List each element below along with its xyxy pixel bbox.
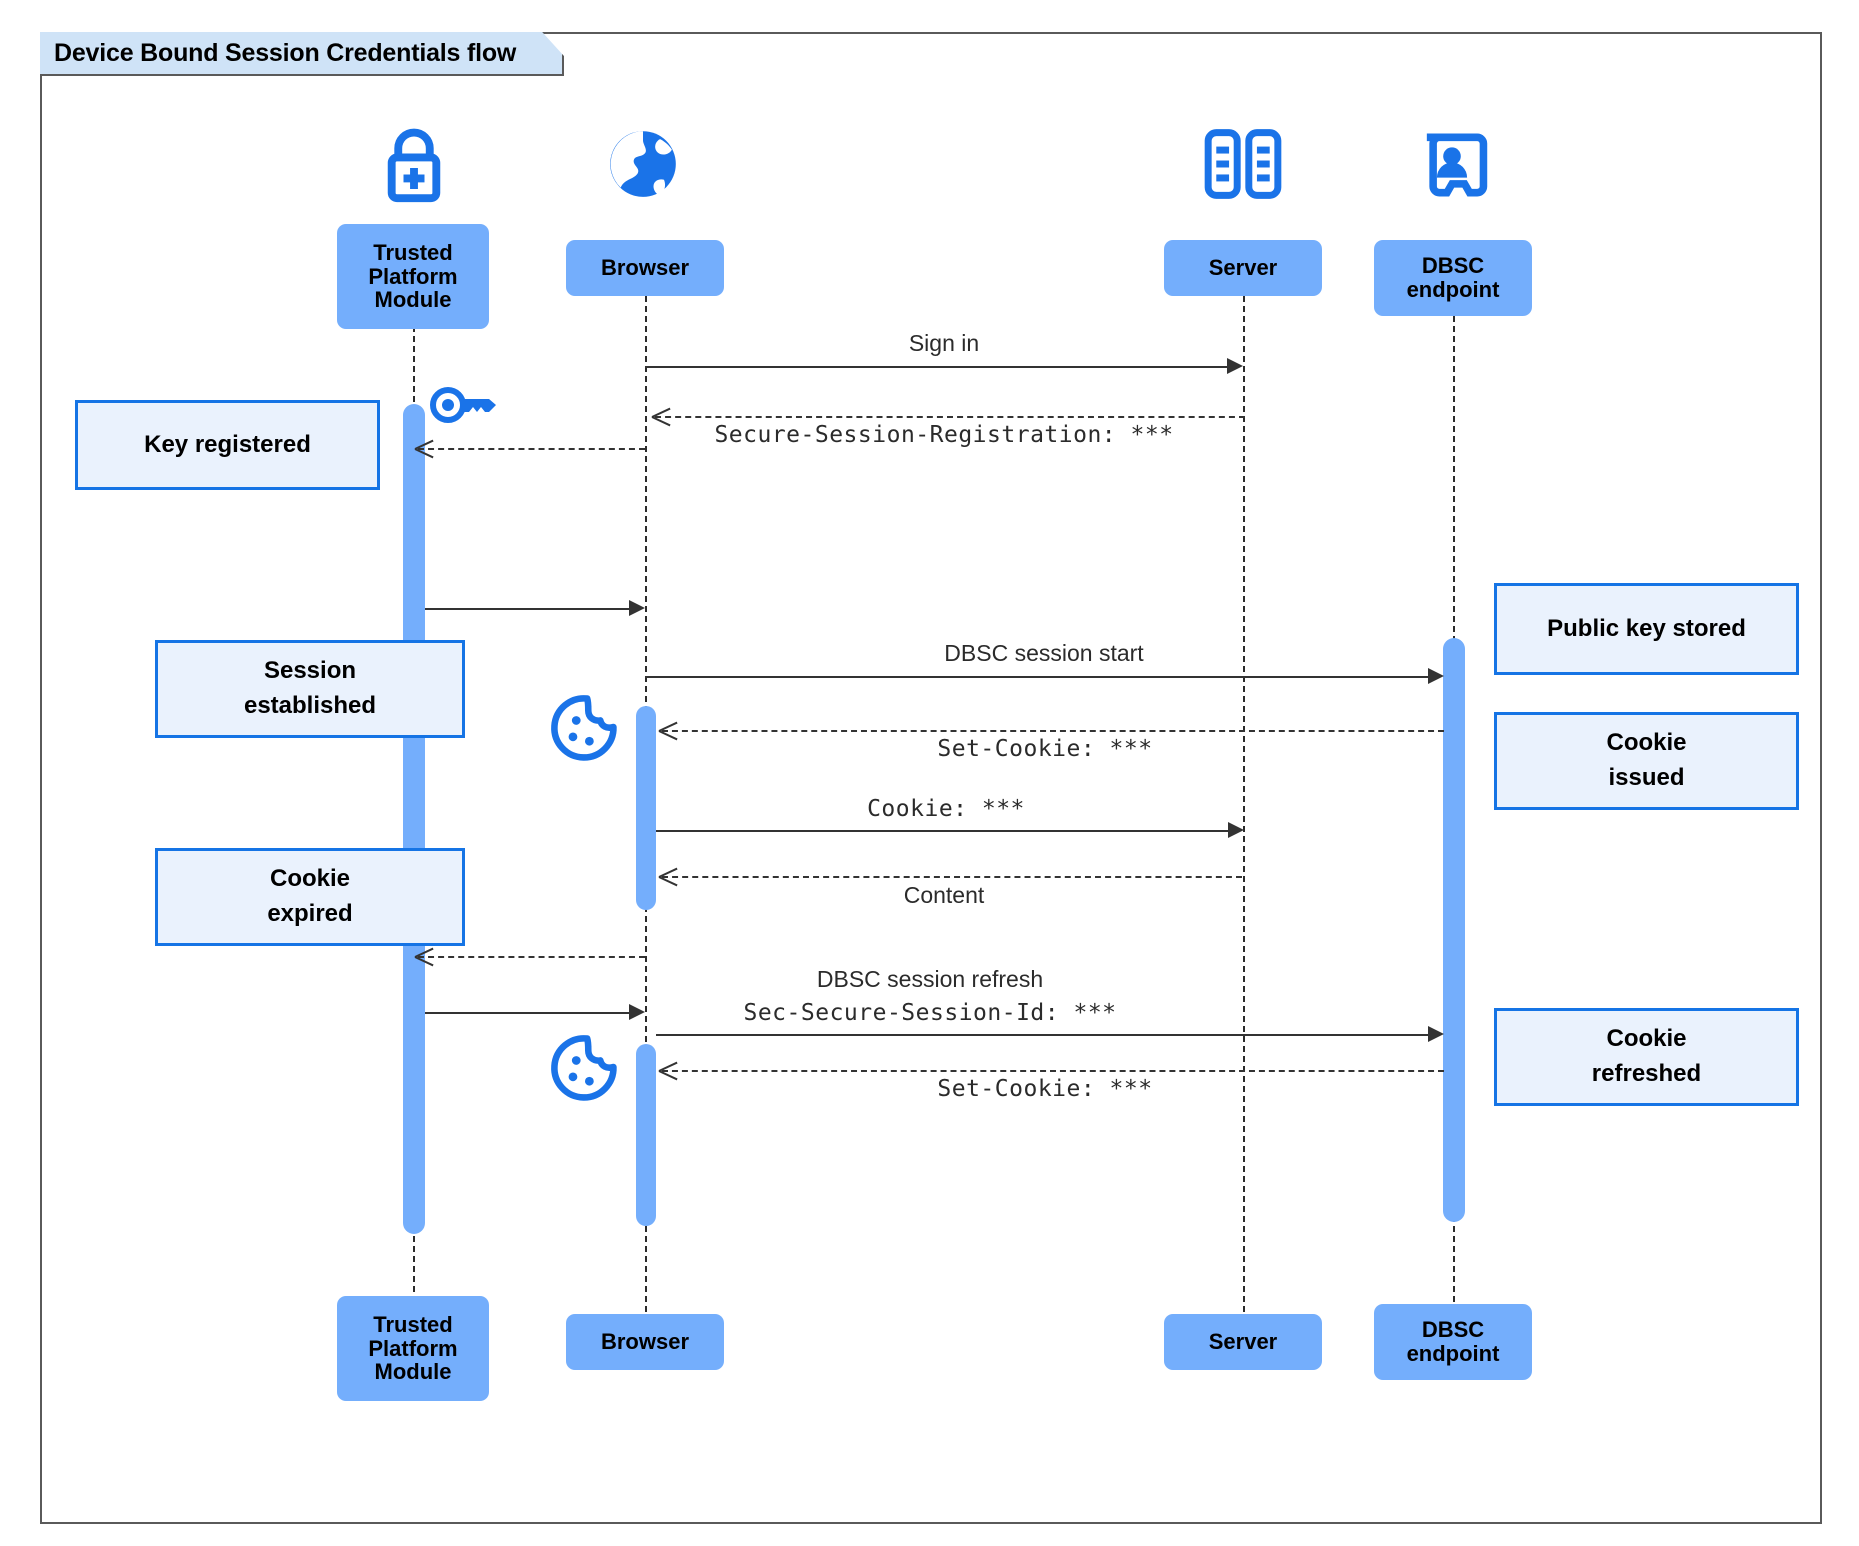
message-label-dbsc-session-refresh: DBSC session refresh [816,966,1044,992]
message-line-dbsc-session-refresh-2 [656,1034,1436,1036]
participant-header-server[interactable]: Server [1164,240,1322,296]
participant-footer-server[interactable]: Server [1164,1314,1322,1370]
participant-header-tpm[interactable]: Trusted Platform Module [337,224,489,329]
participant-label-tpm: Trusted Platform Module [368,1311,458,1385]
page-title: Device Bound Session Credentials flow [54,38,517,67]
message-label-secure-session-registration: Secure-Session-Registration: *** [714,422,1174,448]
id-badge-icon [1413,126,1491,204]
participant-header-dbsc[interactable]: DBSC endpoint [1374,240,1532,316]
message-line-sign-in [645,366,1235,368]
note-key-registered: Key registered [75,400,380,490]
diagram-frame-tab: Device Bound Session Credentials flow [40,32,564,76]
activation-bar-dbsc [1443,638,1465,1222]
message-line-dbsc-session-refresh [425,1012,630,1014]
participant-label-server: Server [1208,1329,1278,1355]
participant-label-browser: Browser [600,1329,690,1355]
message-arrow-dbsc-session-refresh-to-browser [629,1004,645,1020]
message-line-browser-to-tpm-refresh [418,956,645,958]
message-label-sec-secure-session-id: Sec-Secure-Session-Id: *** [743,1000,1117,1026]
message-label-set-cookie-1: Set-Cookie: *** [937,736,1153,762]
lifeline-server [1243,256,1245,1322]
key-icon [427,382,499,428]
message-arrow-register-key-to-tpm [415,448,433,466]
server-rack-icon [1201,128,1285,200]
cookie-icon [550,692,620,762]
message-line-set-cookie-2 [662,1070,1444,1072]
message-label-set-cookie-2: Set-Cookie: *** [937,1076,1153,1102]
participant-label-dbsc: DBSC endpoint [1406,253,1500,302]
participant-label-server: Server [1208,255,1278,281]
message-label-content: Content [903,882,985,908]
message-arrow-cookie [1228,822,1244,838]
message-line-content [662,876,1242,878]
message-arrow-sign-in [1227,358,1243,374]
participant-footer-browser[interactable]: Browser [566,1314,724,1370]
participant-label-dbsc: DBSC endpoint [1406,1317,1500,1366]
message-line-dbsc-session-start [645,676,1435,678]
lock-plus-icon [372,122,456,206]
message-line-register-key-to-tpm [418,448,645,450]
activation-bar-tpm [403,404,425,1234]
message-arrow-dbsc-session-refresh [1428,1026,1444,1042]
message-label-dbsc-session-start: DBSC session start [944,640,1144,666]
activation-bar-browser-1 [636,706,656,910]
message-arrow-dbsc-session-start [1428,668,1444,684]
note-text: Key registered [144,430,311,458]
participant-label-tpm: Trusted Platform Module [368,239,458,313]
message-label-sign-in: Sign in [908,330,980,356]
participant-header-browser[interactable]: Browser [566,240,724,296]
participant-label-browser: Browser [600,255,690,281]
message-line-secure-session-registration [655,416,1245,418]
globe-icon [601,122,685,206]
message-line-set-cookie-1 [662,730,1444,732]
note-text: Public key stored [1547,614,1746,642]
activation-bar-browser-2 [636,1044,656,1226]
note-public-key-stored: Public key stored [1494,583,1799,675]
participant-footer-dbsc[interactable]: DBSC endpoint [1374,1304,1532,1380]
message-line-cookie [656,830,1236,832]
cookie-icon [550,1032,620,1102]
message-arrow-tpm-to-browser-key [629,600,645,616]
participant-footer-tpm[interactable]: Trusted Platform Module [337,1296,489,1401]
message-label-cookie: Cookie: *** [867,796,1025,822]
message-line-tpm-to-browser-key [425,608,630,610]
